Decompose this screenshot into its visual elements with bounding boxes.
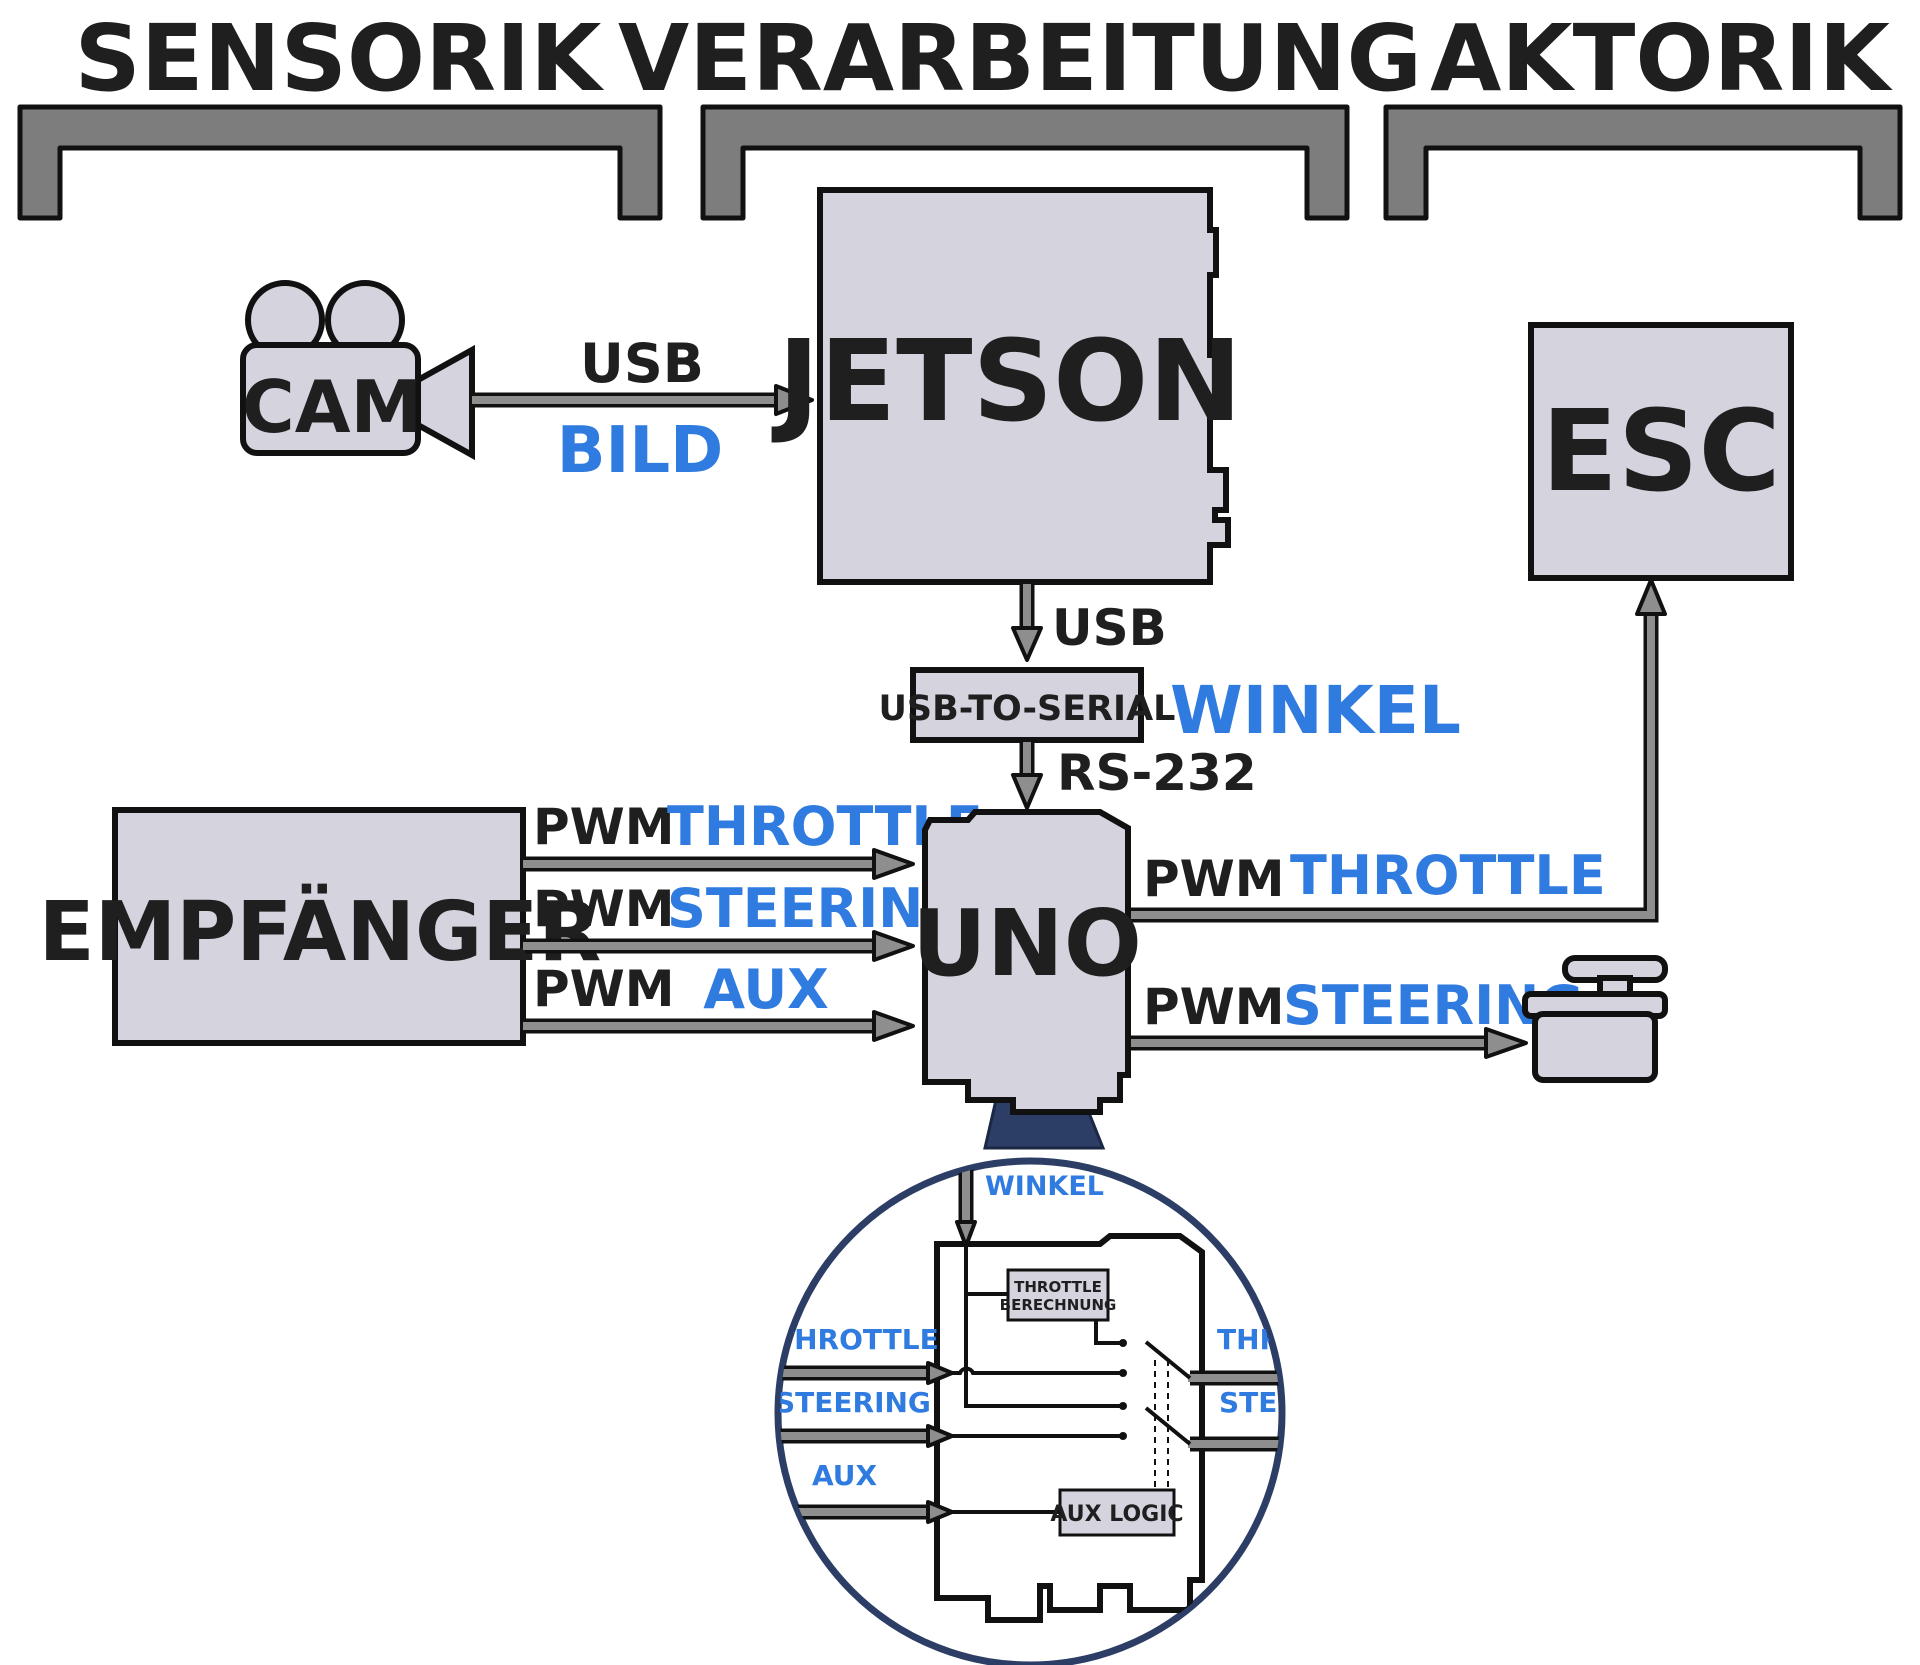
arrow-rx-throttle xyxy=(523,848,915,880)
camera-icon xyxy=(240,280,475,461)
usb-to-serial-block xyxy=(910,667,1144,743)
jetson-serial-bus-label: USB xyxy=(1052,599,1167,657)
zoom-circle xyxy=(774,1157,1286,1665)
esc-label: ESC xyxy=(1541,387,1780,517)
arrow-serial-uno xyxy=(1011,742,1043,810)
aux-logic-block xyxy=(1058,1488,1176,1537)
uno-servo-bus-label: PWM xyxy=(1143,978,1285,1036)
rx-steering-signal-label: STEERING xyxy=(667,877,968,940)
arrow-uno-servo xyxy=(1128,1027,1528,1059)
arrow-rx-steering xyxy=(523,930,915,962)
bracket-sensorik xyxy=(17,104,663,221)
rx-aux-signal-label: AUX xyxy=(703,958,829,1021)
empfaenger-block xyxy=(112,807,526,1046)
serial-uno-bus-label: RS-232 xyxy=(1057,744,1257,802)
throttle-calc-line1: THROTTLE xyxy=(1014,1278,1102,1296)
cam-jetson-bus-label: USB xyxy=(580,332,704,395)
rx-steering-bus-label: PWM xyxy=(533,880,675,938)
uno-block xyxy=(922,809,1131,1115)
rx-aux-bus-label: PWM xyxy=(533,960,675,1018)
cam-label: CAM xyxy=(242,365,422,449)
servo-icon xyxy=(1522,955,1668,1083)
aux-logic-label: AUX LOGIC xyxy=(1050,1502,1183,1527)
jetson-label: JETSON xyxy=(771,317,1242,447)
bracket-aktorik xyxy=(1383,104,1903,221)
heading-aktorik: AKTORIK xyxy=(1430,5,1894,112)
zoom-throttle-in-label: THROTTLE xyxy=(775,1323,939,1356)
zoom-throttle-out-label: THROTTLE xyxy=(1217,1323,1381,1356)
usb-to-serial-label: USB-TO-SERIAL xyxy=(879,689,1176,729)
serial-uno-signal-label: WINKEL xyxy=(1170,672,1461,749)
uno-esc-bus-label: PWM xyxy=(1143,850,1285,908)
zoom-winkel-label: WINKEL xyxy=(985,1171,1104,1202)
throttle-calc-line2: BERECHNUNG xyxy=(1000,1296,1117,1314)
esc-block xyxy=(1528,322,1794,581)
uno-esc-signal-label: THROTTLE xyxy=(1290,844,1606,907)
heading-verarbeitung: VERARBEITUNG xyxy=(618,5,1422,112)
jetson-block xyxy=(817,187,1231,585)
zoom-aux-in-label: AUX xyxy=(812,1459,878,1492)
bracket-verarbeitung xyxy=(700,104,1350,221)
arrow-cam-jetson xyxy=(472,384,814,416)
zoom-steering-in-label: STEERING xyxy=(775,1386,931,1419)
uno-label: UNO xyxy=(912,890,1142,997)
heading-sensorik: SENSORIK xyxy=(75,5,606,112)
empfaenger-label: EMPFÄNGER xyxy=(39,884,602,980)
zoom-steering-out-label: STEERING xyxy=(1219,1386,1375,1419)
arrow-rx-aux xyxy=(523,1010,915,1042)
arrow-jetson-serial xyxy=(1011,584,1043,662)
zoom-detail: THROTTLE BERECHNUNG AUX LOGIC WINKEL THR… xyxy=(775,1163,1381,1623)
rx-throttle-bus-label: PWM xyxy=(533,798,675,856)
zoom-uno-outline xyxy=(934,1233,1205,1623)
throttle-calc-block xyxy=(1006,1268,1110,1322)
cam-jetson-signal-label: BILD xyxy=(557,414,724,488)
arrow-uno-esc xyxy=(1128,578,1667,923)
